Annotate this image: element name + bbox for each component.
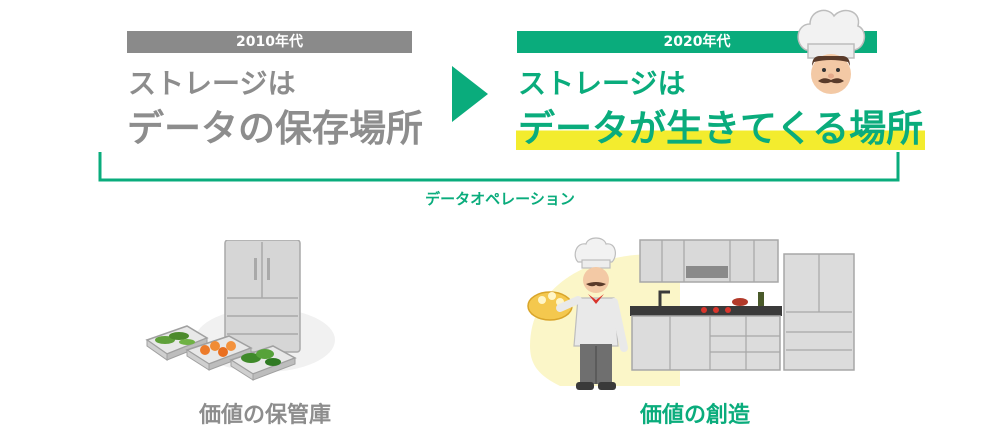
before-heading-line2: データの保存場所 <box>127 107 423 150</box>
era-label-2020s: 2020年代 <box>517 31 877 53</box>
before-heading-line1: ストレージは <box>128 67 296 100</box>
vegetable-trays-icon <box>145 325 297 381</box>
after-heading-line2: データが生きてくる場所 <box>516 98 926 152</box>
kitchen-icon <box>630 239 855 371</box>
after-heading-line1: ストレージは <box>518 67 686 100</box>
after-heading-highlight: データが生きてくる場所 <box>516 107 926 150</box>
arrow-right-icon <box>452 66 488 122</box>
kitchen-illustration <box>527 237 855 390</box>
chef-head-icon <box>797 9 866 94</box>
before-caption: 価値の保管庫 <box>198 403 331 428</box>
storage-illustration <box>145 240 335 381</box>
operations-bracket <box>98 152 900 182</box>
operations-label: データオペレーション <box>425 190 575 208</box>
era-label-2010s: 2010年代 <box>127 31 412 53</box>
refrigerator-icon <box>224 240 301 353</box>
after-caption: 価値の創造 <box>639 403 750 428</box>
chef-icon <box>527 237 628 390</box>
